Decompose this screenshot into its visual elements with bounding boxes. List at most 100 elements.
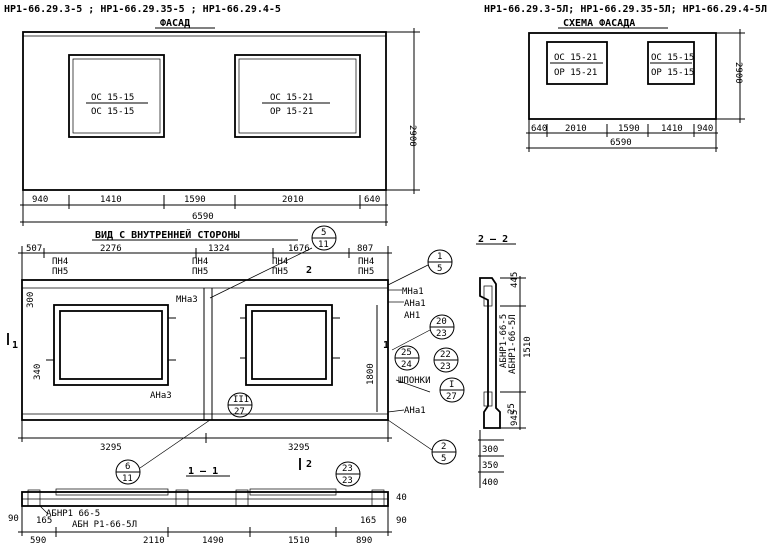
section22-profile	[479, 277, 501, 429]
scheme-dim-2: 1590	[618, 124, 640, 134]
facade-window-2-top: ОС 15-21	[270, 93, 313, 103]
pn4-label-1: ПН4	[52, 257, 68, 267]
scheme-view: СХЕМА ФАСАДА ОС 15-21 ОР 15-21 ОС 15-15 …	[526, 18, 745, 152]
section-1-right-label: 1	[383, 340, 389, 351]
inner-side-dim-1800: 1800	[366, 363, 376, 385]
inner-top-dim-3: 1676	[288, 244, 310, 254]
callout-20-23-top: 20	[436, 317, 447, 327]
callout-2-5-bot: 5	[441, 454, 446, 464]
facade-window-2-inner	[238, 58, 357, 134]
section22-dim-445: 445	[510, 272, 520, 288]
callout-20-23: 20 23	[429, 314, 455, 340]
facade-window-2	[234, 54, 361, 138]
callout-1-5-bot: 5	[437, 264, 442, 274]
scheme-panel	[528, 32, 717, 120]
callouts: 5 11 1 5 20 23 25 24 22 23 I 27	[115, 225, 465, 487]
callout-6-11-bot: 11	[122, 474, 133, 484]
leader-ana1-bottom	[387, 409, 405, 413]
label-ana3: АНа3	[150, 391, 172, 401]
section11-dim-1: 2110	[143, 536, 165, 546]
inner-view: ВИД С ВНУТРЕННЕЙ СТОРОНЫ 507 2276 1324 1…	[7, 228, 433, 469]
facade-title: ФАСАД	[160, 18, 190, 29]
section-1-1: 1 — 1 2 40 АБНР1 66-5 АБН Р1-66-5Л 90 16…	[8, 458, 407, 546]
section11-dim-4: 890	[356, 536, 372, 546]
facade-window-1-inner	[72, 58, 161, 134]
facade-panel	[22, 31, 387, 191]
section22-dim-400: 400	[482, 478, 498, 488]
pn5-label-3: ПН5	[272, 267, 288, 277]
pn5-label-4: ПН5	[358, 267, 374, 277]
inner-panel	[21, 279, 389, 421]
callout-i-27-top: I	[449, 380, 454, 390]
callout-22-23: 22 23	[433, 347, 459, 373]
header-right-marks: НР1-66.29.3-5Л; НР1-66.29.35-5Л; НР1-66.…	[484, 4, 767, 15]
scheme-total: 6590	[610, 138, 632, 148]
callout-2-5-top: 2	[441, 442, 446, 452]
scheme-window-2	[647, 41, 695, 85]
callout-25-24-top: 25	[401, 348, 412, 358]
callout-i-27: I 27	[439, 377, 465, 403]
callout-25-24: 25 24	[394, 345, 420, 371]
facade-total: 6590	[192, 212, 214, 222]
section11-leader-1	[39, 505, 49, 515]
callout-i-27-bot: 27	[446, 392, 457, 402]
callout-6-11: 6 11	[115, 459, 141, 485]
section22-dim-350: 350	[482, 461, 498, 471]
section11-title: 1 — 1	[188, 466, 218, 477]
inner-bottom-dim-0: 3295	[100, 443, 122, 453]
section22-dim-300: 300	[482, 445, 498, 455]
section11-rib-1	[175, 489, 189, 507]
facade-window-2-bot: ОР 15-21	[270, 107, 313, 117]
callout-iii-27-top: III	[233, 395, 249, 405]
scheme-window-2-bot: ОР 15-15	[651, 68, 694, 78]
scheme-window-1-bot: ОР 15-21	[554, 68, 597, 78]
section11-label-1: АБНР1 66-5	[46, 509, 100, 519]
facade-dim-4: 640	[364, 195, 380, 205]
section11-dim-3: 1510	[288, 536, 310, 546]
section11-rib-2	[235, 489, 249, 507]
facade-window-1-bot: ОС 15-15	[91, 107, 134, 117]
leader-1-5	[387, 264, 429, 286]
callout-23-23-bot: 23	[342, 476, 353, 486]
section11-small-90-right: 90	[396, 516, 407, 526]
scheme-window-1	[546, 41, 608, 85]
inner-bottom-dim-1: 3295	[288, 443, 310, 453]
inner-top-dim-0: 507	[26, 244, 42, 254]
scheme-title: СХЕМА ФАСАДА	[563, 18, 635, 29]
leader-i-27	[395, 379, 431, 393]
callout-6-11-top: 6	[125, 462, 130, 472]
callout-iii-27: III 27	[227, 392, 253, 418]
inner-side-dim-300: 300	[26, 292, 36, 308]
inner-window-2-inner	[251, 310, 327, 380]
scheme-dim-1: 2010	[565, 124, 587, 134]
section11-label-2: АБН Р1-66-5Л	[72, 520, 137, 530]
section11-dim-0: 590	[30, 536, 46, 546]
callout-20-23-bot: 23	[436, 329, 447, 339]
scheme-dim-4: 940	[697, 124, 713, 134]
inner-window-1-inner	[59, 310, 163, 380]
section22-dim-1510: 1510	[523, 336, 533, 358]
callout-5-11: 5 11	[311, 225, 337, 251]
inner-title: ВИД С ВНУТРЕННЕЙ СТОРОНЫ	[95, 228, 240, 241]
leader-6-11	[139, 419, 211, 469]
scheme-dim-0: 640	[531, 124, 547, 134]
section-1-left-label: 1	[12, 340, 18, 351]
callout-23-23: 23 23	[335, 461, 361, 487]
section11-small-90-left: 90	[8, 514, 19, 524]
section22-bottom-insert	[483, 391, 493, 407]
pn4-label-3: ПН4	[272, 257, 288, 267]
section11-small-165-right: 165	[360, 516, 376, 526]
label-mna1: МНа1	[402, 287, 424, 297]
facade-dim-2: 1590	[184, 195, 206, 205]
label-an1: АН1	[404, 311, 420, 321]
section11-edge-right	[371, 489, 385, 507]
callout-2-5: 2 5	[431, 439, 457, 465]
facade-dim-3: 2010	[282, 195, 304, 205]
callout-iii-27-bot: 27	[234, 407, 245, 417]
section22-label-1: АБНР1-66-5Л	[508, 314, 518, 374]
facade-window-1-top: ОС 15-15	[91, 93, 134, 103]
inner-window-2	[245, 304, 333, 386]
label-ana1-bottom: АНа1	[404, 406, 426, 416]
